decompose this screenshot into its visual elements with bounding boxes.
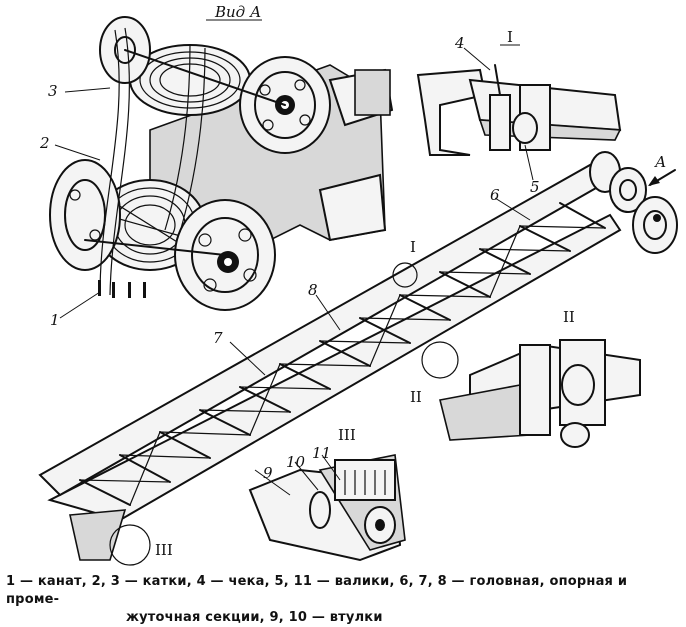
callout-10: 10: [286, 453, 306, 471]
callout-3: 3: [48, 82, 58, 100]
callout-5: 5: [530, 178, 540, 196]
callout-7: 7: [213, 329, 223, 347]
callout-4: 4: [454, 34, 465, 52]
boom-lattice: [38, 151, 678, 566]
view-a-label: Вид А: [214, 3, 261, 21]
section-ii-detail-label: II: [563, 308, 575, 326]
callout-9: 9: [263, 464, 273, 482]
callout-8: 8: [308, 281, 318, 299]
callout-2: 2: [39, 134, 50, 152]
callout-1: 1: [50, 311, 60, 329]
view-a-roller-carriage: [49, 16, 394, 311]
leader-lines: [54, 19, 534, 496]
detail-ii-joint: [439, 339, 641, 448]
section-iii-detail-label: III: [338, 426, 356, 444]
callout-11: 11: [312, 444, 331, 462]
boom-assembly-drawing: Вид А 3 2 1 4 I 5 А 6 I 8 II 7 II III 10…: [38, 3, 678, 566]
section-i-detail-label: I: [507, 28, 513, 46]
caption-line-1: 1 — канат, 2, 3 — катки, 4 — чека, 5, 11…: [6, 574, 628, 607]
section-iii-mark-label: III: [155, 541, 173, 559]
arrow-a-label: А: [654, 153, 666, 171]
figure-caption: 1 — канат, 2, 3 — катки, 4 — чека, 5, 11…: [6, 573, 682, 627]
detail-iii-heel: [248, 454, 406, 562]
section-i-mark-label: I: [410, 238, 416, 256]
callout-6: 6: [490, 186, 500, 204]
detail-i-pin-joint: [416, 64, 622, 156]
section-ii-mark-label: II: [410, 388, 422, 406]
